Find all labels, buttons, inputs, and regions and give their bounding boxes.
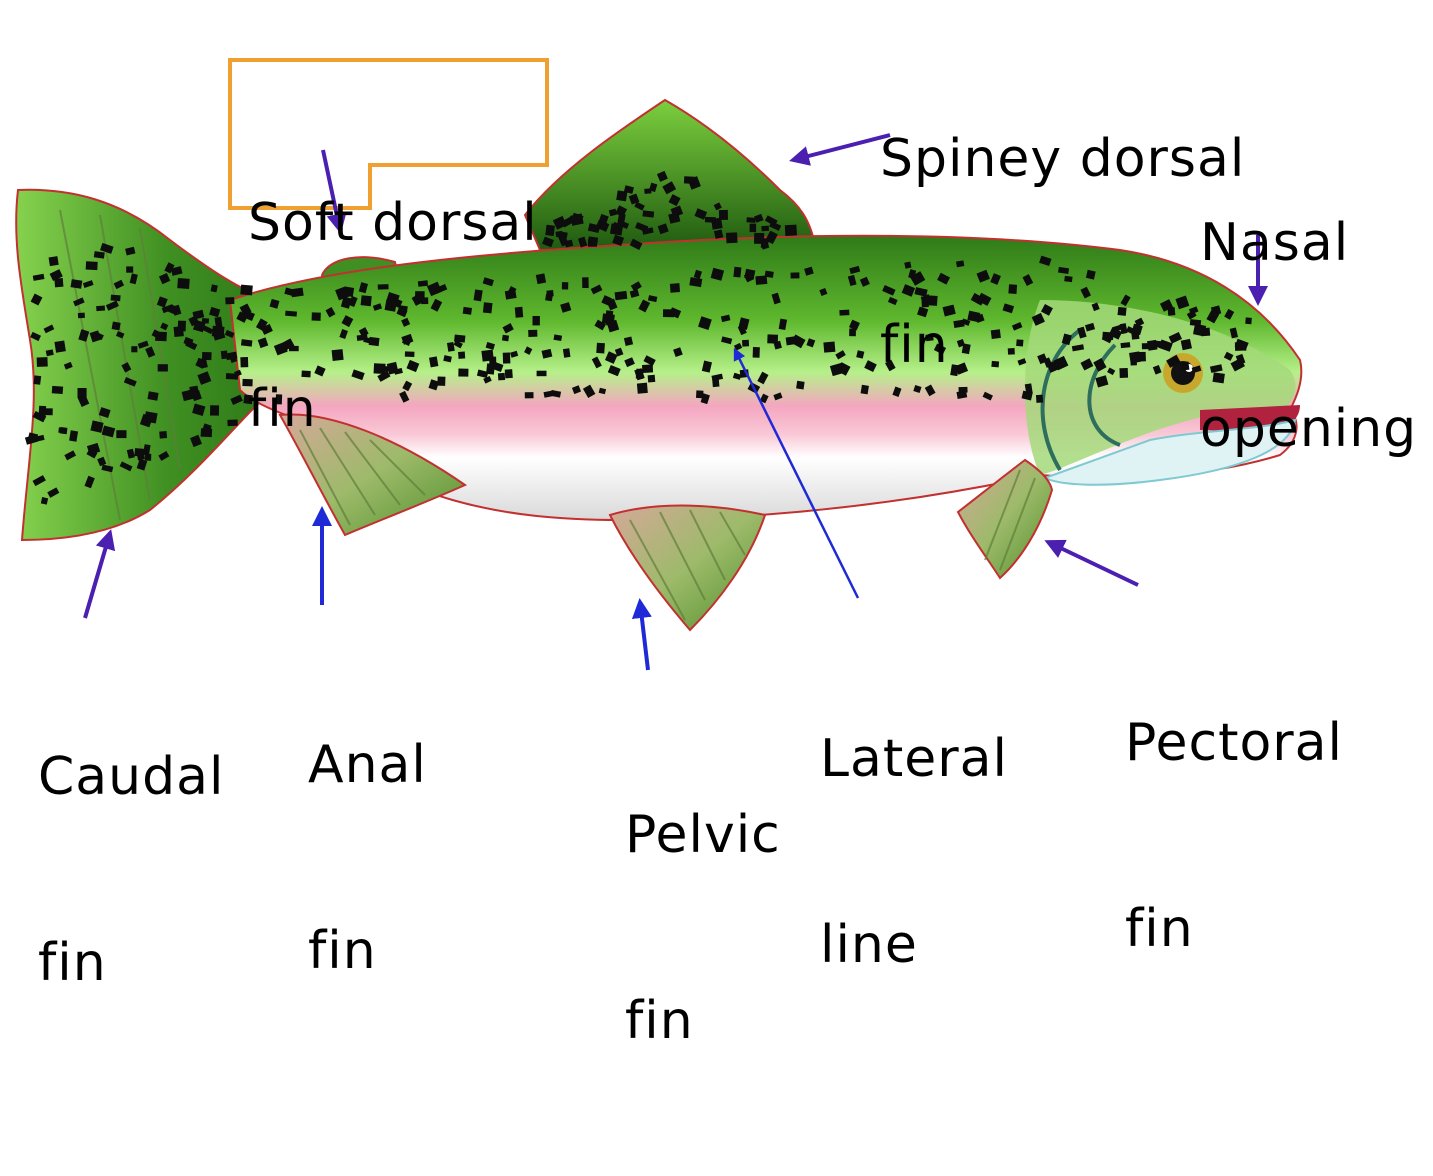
fish-anatomy-diagram: Soft dorsal fin Spiney dorsal fin Nasal … <box>0 0 1433 807</box>
pelvic-arrow <box>640 602 648 670</box>
label-pectoral-fin: Pectoral fin <box>1125 588 1343 1084</box>
label-anal-fin: Anal fin <box>308 610 427 1106</box>
spiney-dorsal-fin-shape <box>525 100 815 250</box>
label-nasal-opening: Nasal opening <box>1200 88 1417 584</box>
spiney-dorsal-arrow <box>793 135 890 160</box>
label-pelvic-fin: Pelvic fin <box>625 680 781 1176</box>
caudal-arrow <box>85 533 110 618</box>
label-soft-dorsal-fin: Soft dorsal fin <box>248 68 538 564</box>
label-lateral-line: Lateral line <box>820 604 1008 1100</box>
label-caudal-fin: Caudal fin <box>38 622 224 1118</box>
pectoral-arrow <box>1048 542 1138 585</box>
label-spiney-dorsal-fin: Spiney dorsal fin <box>880 4 1245 500</box>
